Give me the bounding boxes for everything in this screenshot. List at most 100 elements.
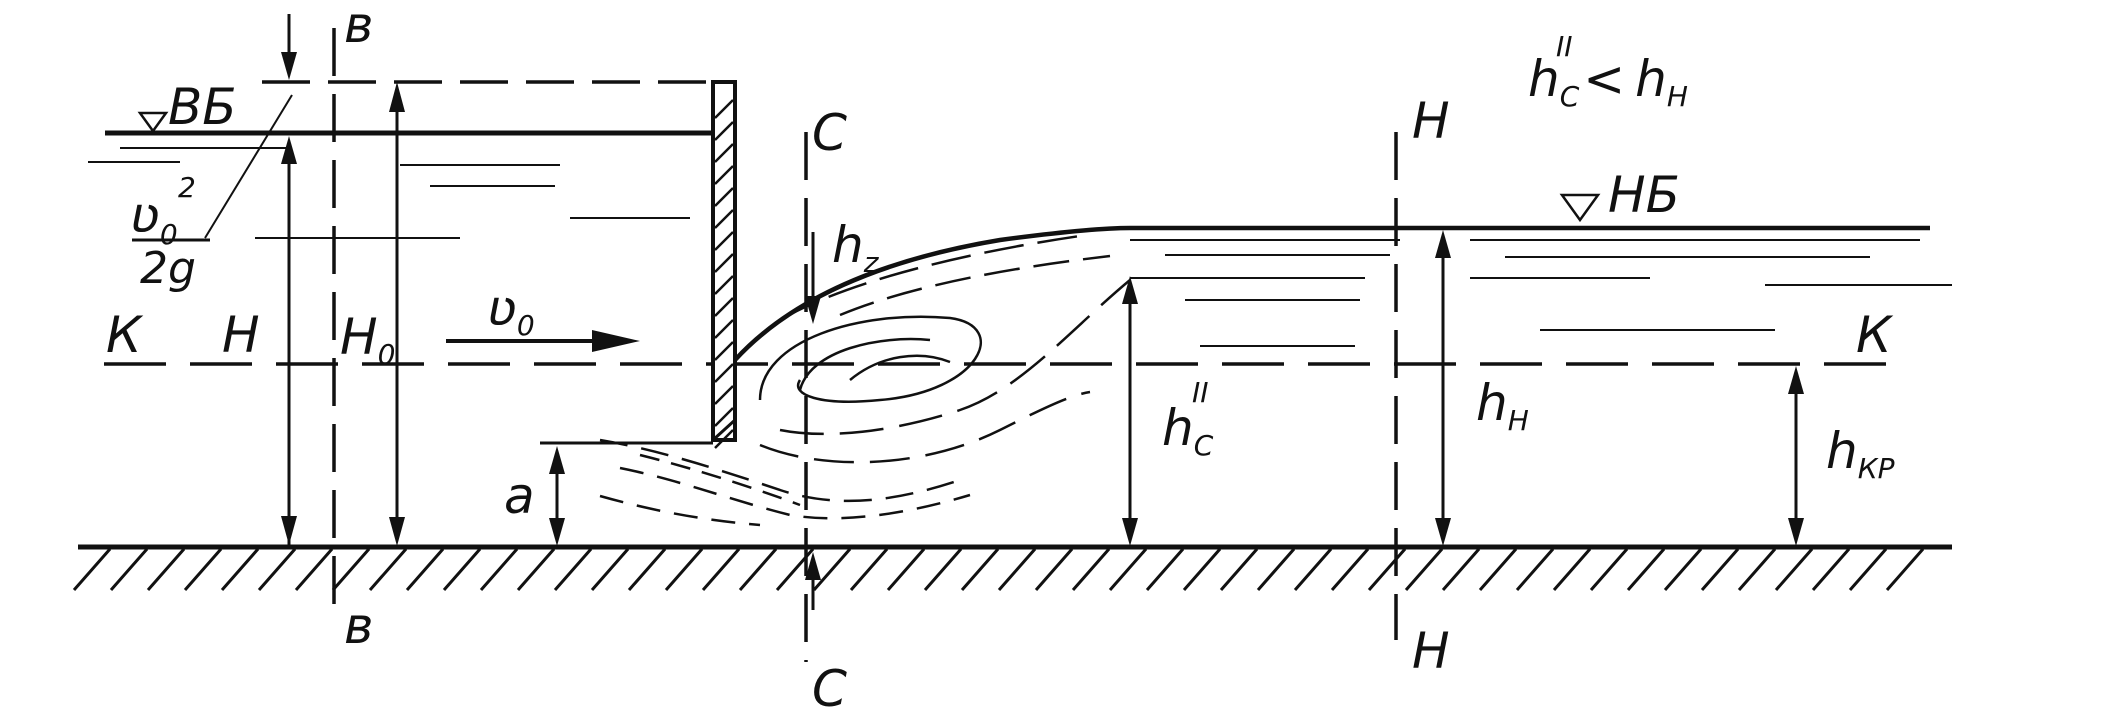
critical-line-left-label: К bbox=[106, 306, 144, 364]
gate-hatch-mark bbox=[714, 407, 734, 427]
bed-hatch-mark bbox=[1367, 548, 1407, 591]
hydraulic-jump-roller bbox=[599, 225, 1930, 527]
bed-hatch-mark bbox=[1552, 548, 1592, 591]
sluice-gate bbox=[711, 80, 737, 449]
bed-hatch-mark bbox=[1626, 548, 1666, 591]
bed-hatch-mark bbox=[701, 548, 741, 591]
bed-hatch-mark bbox=[1219, 548, 1259, 591]
velocity-head-exponent: 2 bbox=[178, 171, 196, 204]
bed-hatch-mark bbox=[1848, 548, 1888, 591]
bed-hatch-mark bbox=[1515, 548, 1555, 591]
bed-hatch-mark bbox=[220, 548, 260, 591]
gate-hatch-mark bbox=[714, 99, 734, 119]
bed-hatch-mark bbox=[886, 548, 926, 591]
tailwater-label: НБ bbox=[1608, 166, 1680, 224]
head-h-label: Н bbox=[222, 306, 260, 364]
conjugate-depth-superscript: II bbox=[1192, 376, 1209, 409]
bed-hatch-mark bbox=[1589, 548, 1629, 591]
velocity-head-numerator: ʋ0 bbox=[130, 186, 178, 251]
tail-depth-label: hН bbox=[1476, 374, 1529, 437]
conjugate-depth-label: hC bbox=[1162, 399, 1214, 462]
bed-hatch-mark bbox=[1256, 548, 1296, 591]
bed-hatch-mark bbox=[812, 548, 852, 591]
bed-hatch-mark bbox=[553, 548, 593, 591]
bed-hatch-mark bbox=[1663, 548, 1703, 591]
gate-hatch-mark bbox=[714, 253, 734, 273]
critical-depth-label: hКР bbox=[1826, 422, 1895, 485]
channel-bed bbox=[72, 544, 1952, 591]
tailwater-surface-lines bbox=[1130, 239, 1952, 347]
headwater-label: ВБ bbox=[168, 78, 237, 136]
bed-hatch-mark bbox=[516, 548, 556, 591]
flow-direction-arrow bbox=[446, 330, 640, 352]
bed-hatch-mark bbox=[1071, 548, 1111, 591]
bed-hatch-mark bbox=[1700, 548, 1740, 591]
gate-hatch-mark bbox=[714, 187, 734, 207]
gate-hatch-mark bbox=[714, 143, 734, 163]
bed-hatch-mark bbox=[1885, 548, 1925, 591]
bed-hatch-mark bbox=[1293, 548, 1333, 591]
headwater-surface bbox=[88, 111, 713, 239]
bed-hatch-mark bbox=[146, 548, 186, 591]
gate-hatch-mark bbox=[714, 231, 734, 251]
bed-hatch-mark bbox=[1182, 548, 1222, 591]
velocity-v0-label: ʋ0 bbox=[487, 279, 535, 342]
bed-hatch-mark bbox=[1811, 548, 1851, 591]
gate-hatch-mark bbox=[714, 341, 734, 361]
bed-hatch-mark bbox=[183, 548, 223, 591]
section-n-bottom-label: Н bbox=[1412, 622, 1450, 680]
drop-hz-label: hz bbox=[832, 216, 880, 279]
bed-hatch-mark bbox=[960, 548, 1000, 591]
bed-hatch-mark bbox=[627, 548, 667, 591]
critical-depth-arrow bbox=[1788, 366, 1804, 546]
water-level-triangle-icon bbox=[137, 111, 169, 134]
bed-hatch-mark bbox=[923, 548, 963, 591]
velocity-head-leader bbox=[204, 94, 293, 239]
bed-hatch-mark bbox=[1108, 548, 1148, 591]
tailwater-triangle-icon bbox=[1559, 193, 1601, 223]
bed-hatch-mark bbox=[738, 548, 778, 591]
bed-hatch-mark bbox=[1441, 548, 1481, 591]
condition-formula: hC<hН bbox=[1528, 50, 1688, 113]
section-c-bottom-label: С bbox=[812, 660, 847, 718]
tail-depth-arrow bbox=[1435, 230, 1451, 546]
bed-hatch-mark bbox=[442, 548, 482, 591]
total-head-arrow bbox=[389, 82, 405, 546]
section-v-top-label: в bbox=[344, 0, 373, 54]
critical-line-right-label: К bbox=[1856, 306, 1894, 364]
gate-hatch-mark bbox=[714, 275, 734, 295]
bed-hatch-mark bbox=[368, 548, 408, 591]
section-n-top-label: Н bbox=[1412, 92, 1450, 150]
gate-hatch-mark bbox=[714, 209, 734, 229]
section-c-top-label: С bbox=[812, 104, 847, 162]
bed-hatch-mark bbox=[664, 548, 704, 591]
bed-hatch-mark bbox=[405, 548, 445, 591]
conjugate-depth-arrow bbox=[1122, 276, 1138, 546]
velocity-head-denominator: 2g bbox=[140, 243, 196, 294]
gate-hatch-mark bbox=[714, 429, 734, 449]
bed-hatch-mark bbox=[1330, 548, 1370, 591]
bed-hatch-mark bbox=[1404, 548, 1444, 591]
bed-hatch-mark bbox=[72, 548, 112, 591]
bed-hatch-mark bbox=[294, 548, 334, 591]
gate-hatch-mark bbox=[714, 363, 734, 383]
bed-hatch-mark bbox=[331, 548, 371, 591]
velocity-head-fraction: ʋ0 2 2g bbox=[130, 94, 293, 294]
gate-hatch-mark bbox=[714, 319, 734, 339]
bed-hatch-mark bbox=[849, 548, 889, 591]
bed-hatch-mark bbox=[1774, 548, 1814, 591]
head-h0-label: Н0 bbox=[340, 308, 395, 371]
bed-hatch-mark bbox=[1737, 548, 1777, 591]
bed-hatch-mark bbox=[109, 548, 149, 591]
bed-hatch-mark bbox=[1478, 548, 1518, 591]
bed-hatch-mark bbox=[257, 548, 297, 591]
gate-opening-label: а bbox=[504, 467, 535, 525]
gate-hatch-mark bbox=[714, 165, 734, 185]
bed-hatch-mark bbox=[1145, 548, 1185, 591]
gate-hatch-mark bbox=[714, 385, 734, 405]
gate-opening-arrow bbox=[549, 446, 565, 546]
gate-hatch-mark bbox=[714, 297, 734, 317]
bed-hatch-mark bbox=[1034, 548, 1074, 591]
bed-hatch-mark bbox=[479, 548, 519, 591]
